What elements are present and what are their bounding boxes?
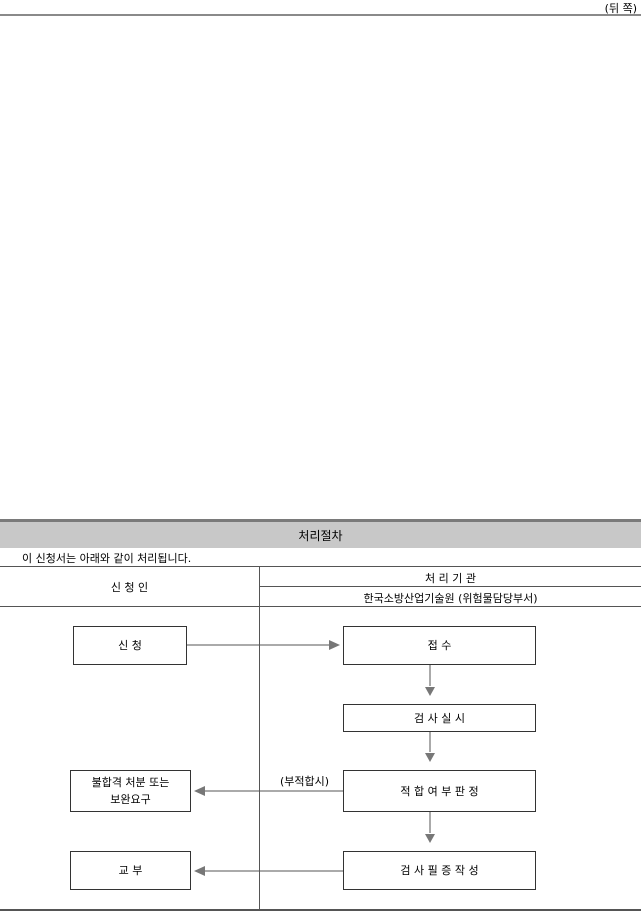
nonconformity-note: (부적합시) — [280, 775, 330, 788]
section-title: 처리절차 — [0, 519, 641, 548]
agency-subheader: 한국소방산업기술원 (위험물담당부서) — [363, 592, 538, 605]
agency-sub-line — [259, 586, 641, 587]
applicant-column-header: 신 청 인 — [110, 581, 149, 594]
deliver-box: 교 부 — [70, 851, 191, 890]
table-top-line — [0, 566, 641, 567]
apply-box: 신 청 — [73, 626, 187, 665]
reject-box: 불합격 처분 또는 보완요구 — [70, 770, 191, 812]
table-bottom-line — [0, 909, 641, 911]
flow-connectors — [187, 640, 435, 876]
column-divider — [259, 566, 260, 911]
page-side-label: (뒤 쪽) — [604, 2, 637, 15]
agency-column-header: 처 리 기 관 — [425, 572, 476, 585]
top-divider — [0, 14, 641, 16]
issue-certificate-box: 검 사 필 증 작 성 — [343, 851, 536, 890]
processing-procedure-section: 처리절차 이 신청서는 아래와 같이 처리됩니다. 신 청 인 처 리 기 관 … — [0, 519, 641, 911]
inspect-box: 검 사 실 시 — [343, 704, 536, 732]
receive-box: 접 수 — [343, 626, 536, 665]
judge-box: 적 합 여 부 판 정 — [343, 770, 536, 812]
table-header-bottom-line — [0, 606, 641, 607]
intro-text: 이 신청서는 아래와 같이 처리됩니다. — [22, 552, 192, 565]
